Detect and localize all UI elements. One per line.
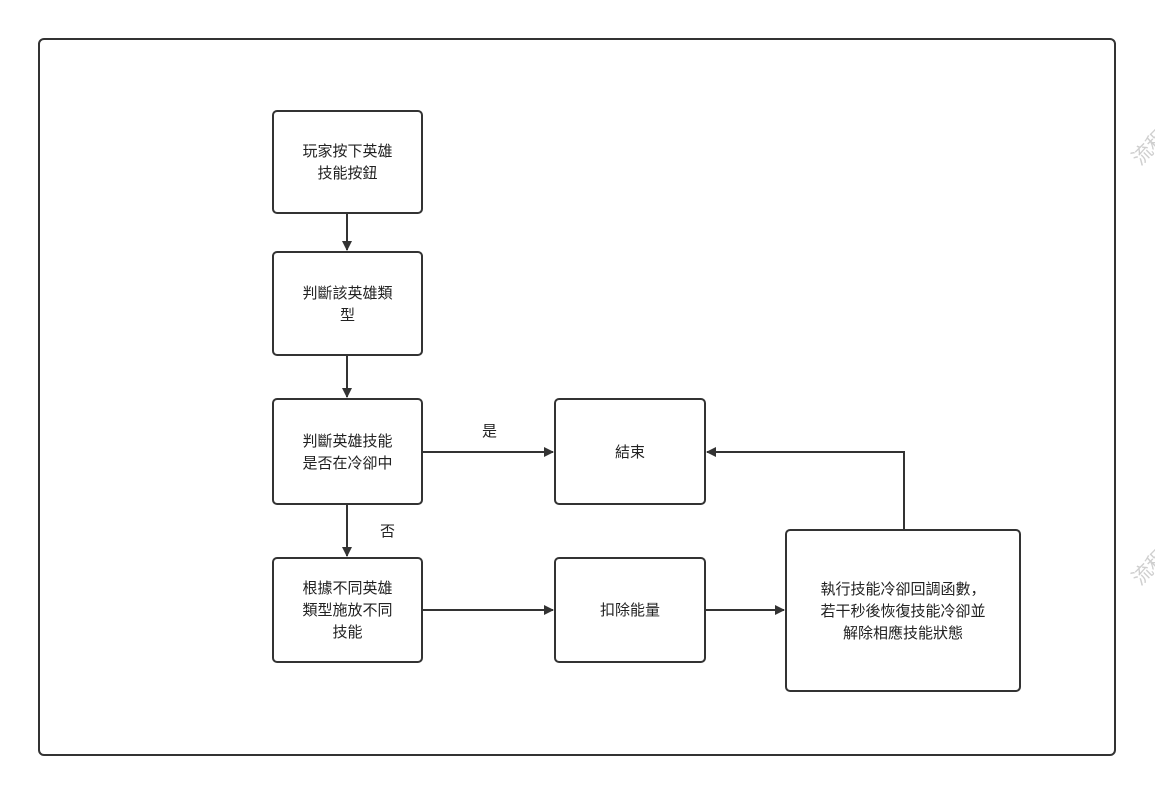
node-end: 結束 [554,398,706,505]
node-cast-skill: 根據不同英雄 類型施放不同 技能 [272,557,423,663]
arrow-callback-to-end [706,447,905,529]
node-cooldown-callback: 執行技能冷卻回調函數， 若干秒後恢復技能冷卻並 解除相應技能狀態 [785,529,1021,692]
node-deduct-energy: 扣除能量 [554,557,706,663]
diagram-frame [38,38,1116,756]
edge-label-yes: 是 [482,422,498,440]
edge-label-no: 否 [380,522,396,540]
node-press-button: 玩家按下英雄 技能按鈕 [272,110,423,214]
node-judge-type: 判斷該英雄類 型 [272,251,423,356]
node-check-cooldown: 判斷英雄技能 是否在冷卻中 [272,398,423,505]
